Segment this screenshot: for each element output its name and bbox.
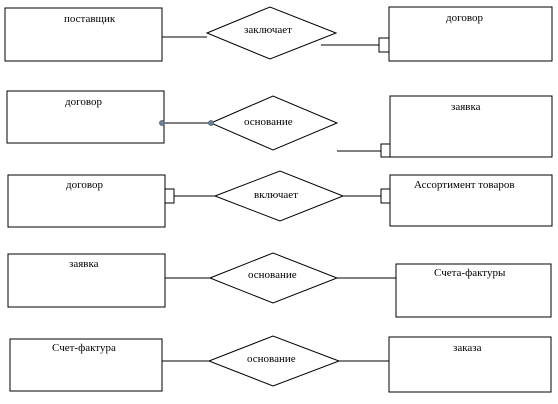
entity-dogovor-2[interactable]	[6, 90, 165, 144]
relation-label: основание	[247, 353, 296, 365]
entity-label: заказа	[453, 342, 482, 354]
relation-zaklyuchaet[interactable]	[205, 6, 338, 60]
entity-postavshchik[interactable]	[4, 7, 163, 62]
entity-label: Счета-фактуры	[434, 267, 506, 279]
relation-osnovanie[interactable]	[209, 95, 339, 151]
relation-label: основание	[244, 116, 293, 128]
many-marker	[164, 188, 175, 204]
entity-label: заявка	[69, 258, 99, 270]
many-marker	[380, 188, 391, 204]
entity-dogovor[interactable]	[388, 6, 553, 62]
entity-label: договор	[65, 96, 102, 108]
connector-dot	[208, 120, 214, 126]
entity-label: договор	[66, 179, 103, 191]
entity-label: Счет-фактура	[52, 342, 116, 354]
many-marker	[378, 37, 390, 53]
entity-zayavka-2[interactable]	[7, 253, 166, 308]
relation-label: заключает	[244, 24, 292, 36]
entity-zayavka[interactable]	[389, 95, 553, 158]
entity-label: поставщик	[64, 13, 116, 25]
relation-label: основание	[248, 269, 297, 281]
relation-label: включает	[254, 189, 298, 201]
many-marker	[380, 143, 391, 158]
entity-label: Ассортимент товаров	[414, 179, 515, 191]
entity-label: договор	[446, 12, 483, 24]
entity-schet-faktura[interactable]	[9, 338, 163, 392]
entity-assortiment[interactable]	[389, 174, 553, 227]
entity-zakaza[interactable]	[388, 336, 552, 393]
entity-label: заявка	[451, 101, 481, 113]
connector-dot	[159, 120, 165, 126]
entity-scheta-faktury[interactable]	[395, 263, 552, 318]
